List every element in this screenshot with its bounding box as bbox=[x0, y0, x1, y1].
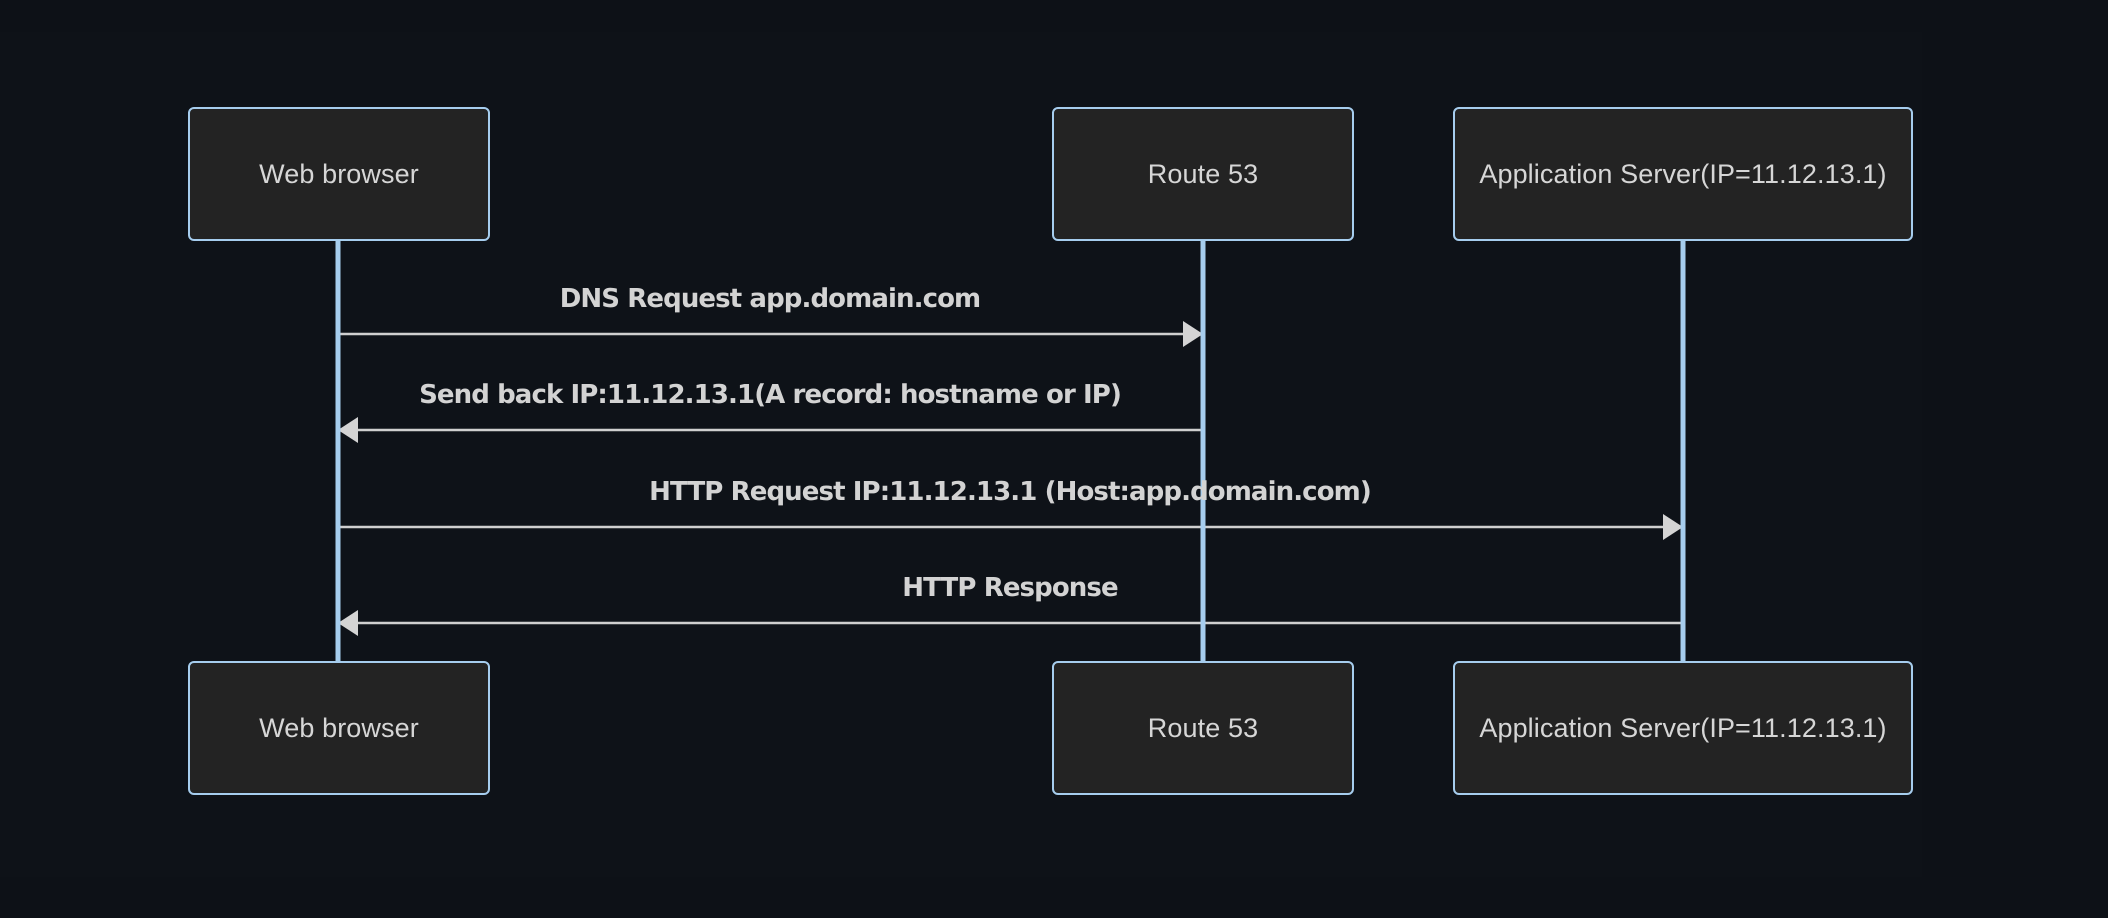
participant-box-browser-top[interactable]: Web browser bbox=[188, 107, 490, 241]
participant-box-route53-top[interactable]: Route 53 bbox=[1052, 107, 1354, 241]
participant-label-route53-top: Route 53 bbox=[1147, 158, 1259, 189]
message-label-4: HTTP Response bbox=[902, 573, 1118, 603]
participant-label-browser-top: Web browser bbox=[259, 158, 419, 189]
participant-label-appserver-top: Application Server(IP=11.12.13.1) bbox=[1479, 158, 1887, 189]
message-arrowhead-4 bbox=[338, 610, 358, 636]
message-arrowhead-3 bbox=[1663, 514, 1683, 540]
participant-box-appserver-top[interactable]: Application Server(IP=11.12.13.1) bbox=[1453, 107, 1913, 241]
participant-label-route53-bottom: Route 53 bbox=[1147, 712, 1259, 743]
message-label-2: Send back IP:11.12.13.1(A record: hostna… bbox=[419, 380, 1122, 410]
participant-box-route53-bottom[interactable]: Route 53 bbox=[1052, 661, 1354, 795]
message-arrowhead-1 bbox=[1183, 321, 1203, 347]
message-label-1: DNS Request app.domain.com bbox=[559, 284, 981, 314]
participant-label-appserver-bottom: Application Server(IP=11.12.13.1) bbox=[1479, 712, 1887, 743]
participant-box-browser-bottom[interactable]: Web browser bbox=[188, 661, 490, 795]
participant-label-browser-bottom: Web browser bbox=[259, 712, 419, 743]
participant-box-appserver-bottom[interactable]: Application Server(IP=11.12.13.1) bbox=[1453, 661, 1913, 795]
message-label-3: HTTP Request IP:11.12.13.1 (Host:app.dom… bbox=[649, 477, 1372, 507]
message-arrowhead-2 bbox=[338, 417, 358, 443]
